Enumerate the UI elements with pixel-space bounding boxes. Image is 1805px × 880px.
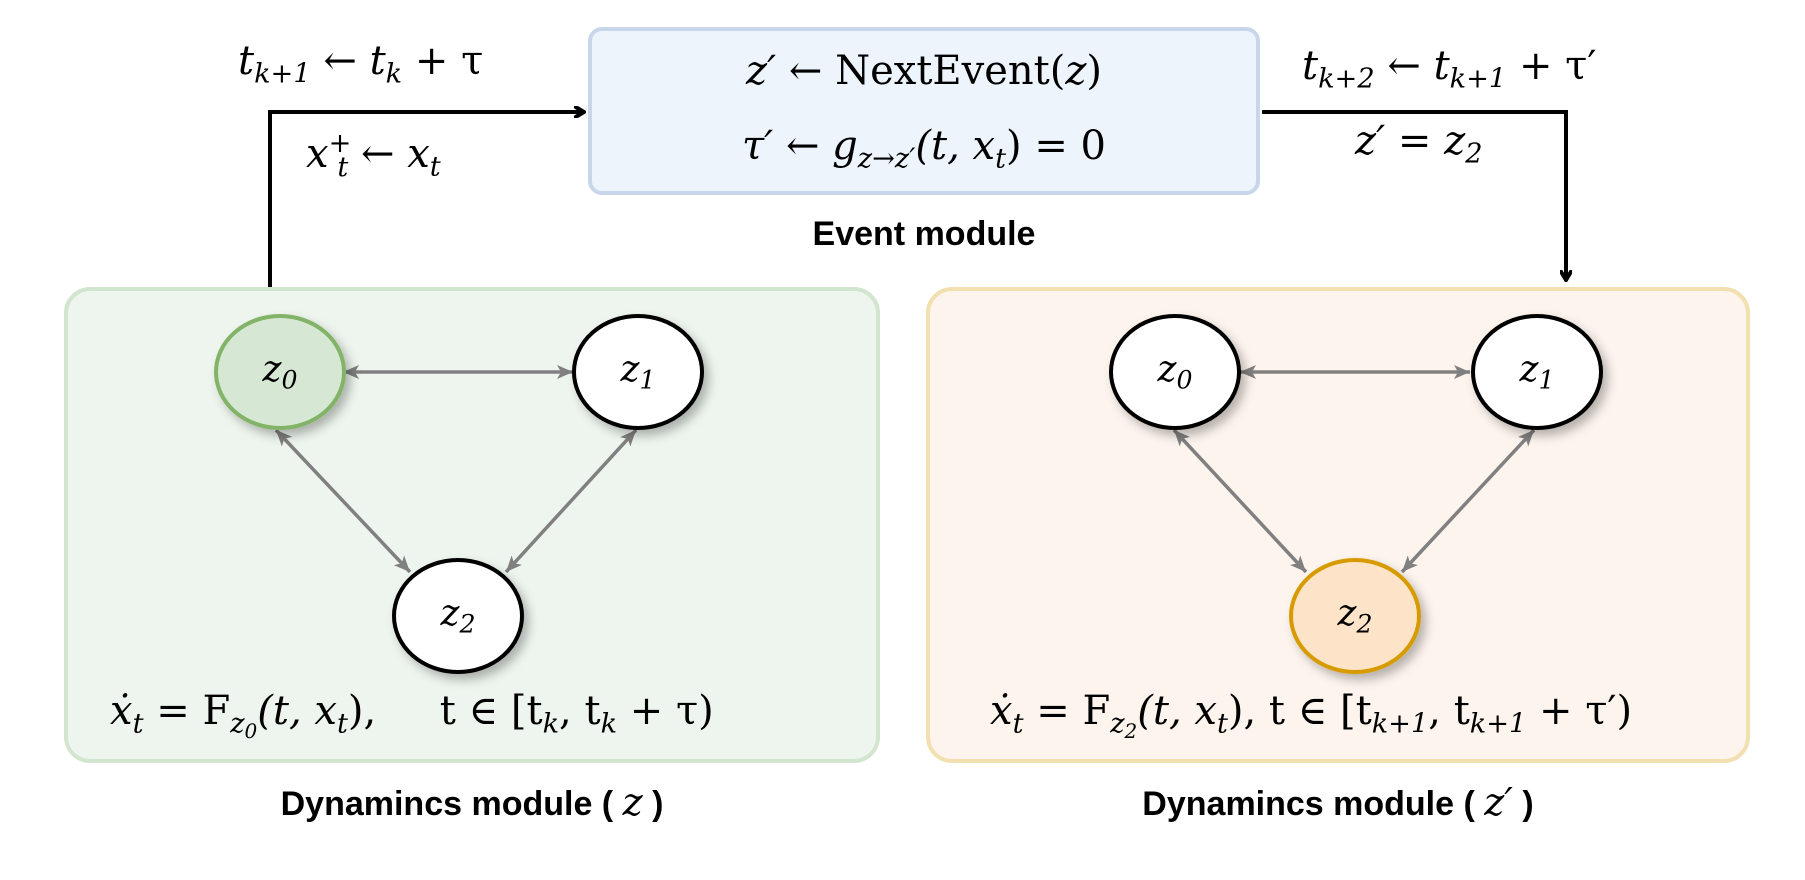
- right-node-z2: [1289, 558, 1421, 674]
- right-graph-edges: [1172, 365, 1536, 574]
- left-node-z1-label: z1: [620, 349, 656, 395]
- left-transition-wire: [268, 112, 584, 287]
- edge-z1-z2-right: [1400, 428, 1536, 574]
- left-node-z0-label: z0: [262, 349, 298, 395]
- right-dynamics-equation: ẋt = Fz2(t, xt), t ∈ [tk+1, tk+1 + τ′): [990, 688, 1633, 743]
- graph-nodes: [214, 314, 1603, 674]
- right-node-z0-label: z0: [1157, 349, 1193, 395]
- left-node-z1: [572, 314, 704, 430]
- left-transition-state-reset: x+t ← xt: [306, 128, 441, 183]
- right-transition-mode-assign: z′ = z2: [1355, 118, 1483, 170]
- right-node-z2-label: z2: [1337, 593, 1373, 639]
- edge-z1-z2-left: [504, 428, 638, 574]
- left-graph-edges: [274, 365, 638, 574]
- left-node-z0: [214, 314, 346, 430]
- right-node-z0: [1109, 314, 1241, 430]
- right-node-z1-label: z1: [1519, 349, 1555, 395]
- right-dynamics-title: Dynamincs module ( z′ ): [1142, 780, 1534, 824]
- right-transition-wire: [1262, 110, 1566, 280]
- event-line-1: z′ ← NextEvent(z): [745, 48, 1102, 94]
- right-transition-time-update: tk+2 ← tk+1 + τ′: [1302, 43, 1597, 95]
- edge-z0-z2-right: [1172, 428, 1308, 574]
- edge-z0-z2-left: [274, 428, 412, 574]
- left-dynamics-equation: ẋt = Fz0(t, xt), t ∈ [tk, tk + τ): [110, 688, 714, 743]
- left-transition-time-update: tk+1 ← tk + τ: [238, 38, 484, 90]
- event-line-2: τ′ ← gz→z′(t, xt) = 0: [742, 123, 1106, 175]
- left-node-z2-label: z2: [440, 593, 476, 639]
- event-module-title: Event module: [812, 215, 1036, 253]
- left-dynamics-title: Dynamincs module ( z ): [280, 780, 664, 824]
- left-node-z2: [392, 558, 524, 674]
- right-node-z1: [1471, 314, 1603, 430]
- event-module-box: [588, 27, 1260, 195]
